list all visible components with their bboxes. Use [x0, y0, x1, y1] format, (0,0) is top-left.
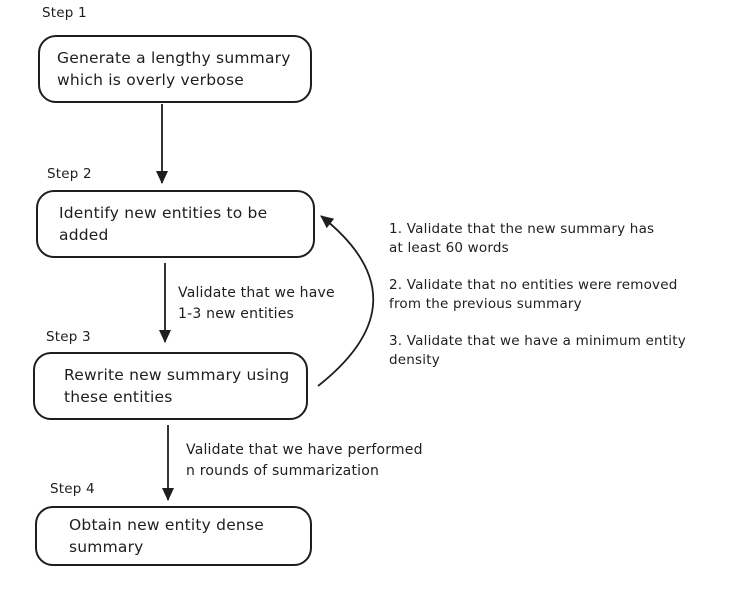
step-2-label: Step 2 — [47, 166, 92, 182]
step-1-box-text: Generate a lengthy summary which is over… — [57, 49, 291, 89]
edge-label-step2-to-step3: Validate that we have 1-3 new entities — [178, 285, 335, 322]
step-3-box-text: Rewrite new summary using these entities — [64, 366, 290, 406]
loop-note-3: 3. Validate that we have a minimum entit… — [389, 333, 686, 368]
step-3-box: Rewrite new summary using these entities — [33, 352, 308, 420]
step-1-box: Generate a lengthy summary which is over… — [38, 35, 312, 103]
step-2-box: Identify new entities to be added — [36, 190, 315, 258]
step-4-box: Obtain new entity dense summary — [35, 506, 312, 566]
step-4-box-text: Obtain new entity dense summary — [69, 516, 264, 556]
step-2-box-text: Identify new entities to be added — [59, 204, 268, 244]
edge-label-step3-to-step4: Validate that we have performed n rounds… — [186, 442, 423, 479]
loop-note-2: 2. Validate that no entities were remove… — [389, 277, 678, 312]
loop-note-1: 1. Validate that the new summary has at … — [389, 221, 655, 256]
step-3-label: Step 3 — [46, 329, 91, 345]
step-4-label: Step 4 — [50, 481, 95, 497]
loop-validation-notes: 1. Validate that the new summary has at … — [389, 220, 709, 388]
step-1-label: Step 1 — [42, 5, 87, 21]
